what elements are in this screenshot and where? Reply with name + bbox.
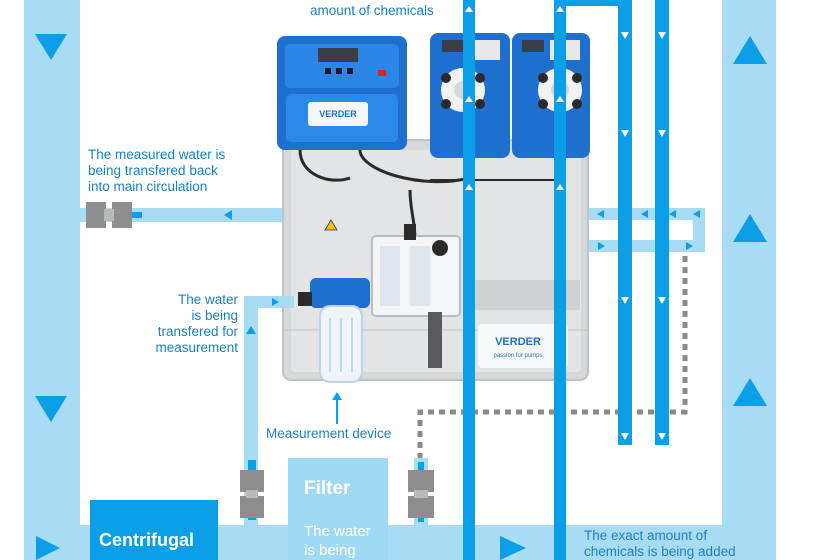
- arrow-up-icon: [733, 36, 767, 64]
- chemical-line-4: [655, 0, 669, 445]
- panel-tagline: passion for pumps: [493, 353, 542, 359]
- label-measured-water-back: The measured water is being transfered b…: [88, 147, 288, 195]
- label-line: The water: [177, 292, 238, 307]
- left-main-pipe: [24, 0, 80, 560]
- controller-logo-plate: [308, 102, 368, 126]
- pump-title: Centrifugal: [99, 530, 195, 550]
- label-exact-amount: The exact amount of chemicals is being a…: [584, 528, 784, 560]
- panel-logo: VERDER: [495, 336, 541, 348]
- label-line: chemicals is being added: [584, 544, 736, 559]
- connector: [240, 496, 264, 518]
- arrow-up-icon: [733, 378, 767, 406]
- arrow-up-icon: [332, 392, 342, 400]
- arrow-right-icon: [272, 298, 279, 306]
- arrow-down-icon: [35, 34, 67, 60]
- right-main-pipe: [722, 0, 776, 560]
- arrow-left-icon: [597, 210, 604, 218]
- intake-pipe-horizontal: [244, 296, 294, 308]
- arrow-left-icon: [693, 210, 700, 218]
- dotted-signal-line: [417, 256, 688, 470]
- label-water-for-measurement: The water is being transfered for measur…: [118, 292, 238, 356]
- connector: [408, 496, 434, 518]
- arrow-right-icon: [686, 242, 693, 250]
- chemical-line-1: [463, 0, 475, 560]
- chemical-line-3: [618, 0, 632, 445]
- connector: [408, 470, 434, 492]
- filter-title: Filter: [304, 478, 351, 499]
- arrow-left-icon: [224, 210, 232, 220]
- chemical-line-2: [554, 0, 566, 560]
- measurement-cartridge-head: [310, 278, 370, 308]
- controller-logo: VERDER: [319, 109, 357, 119]
- label-line: measurement: [155, 340, 238, 355]
- label-top-chemicals: amount of chemicals: [310, 3, 434, 18]
- connector: [112, 202, 132, 228]
- label-line: is being: [191, 308, 238, 323]
- arrow-right-icon: [598, 242, 605, 250]
- controller-display: [318, 48, 358, 62]
- arrow-right-icon: [500, 536, 526, 560]
- filter-text-line: The water: [304, 523, 371, 540]
- label-line: being transfered back: [88, 163, 218, 178]
- arrow-right-icon: [36, 536, 60, 560]
- filter-text-line: is being: [304, 542, 356, 559]
- filter-text: The water is being: [304, 522, 388, 560]
- sample-line-upper: [565, 208, 705, 220]
- arrow-left-icon: [669, 210, 676, 218]
- filter-box: [288, 458, 388, 560]
- connector: [86, 202, 106, 228]
- pump-box: [90, 500, 218, 560]
- chemical-arrows: [465, 6, 666, 440]
- connector: [240, 470, 264, 492]
- arrow-up-icon: [246, 326, 256, 334]
- label-line: into main circulation: [88, 179, 208, 194]
- arrow-down-icon: [35, 396, 67, 422]
- label-line: The measured water is: [88, 147, 226, 162]
- label-line: transfered for: [157, 324, 238, 339]
- sample-line-link: [693, 208, 705, 252]
- label-measurement-device: Measurement device: [266, 426, 392, 441]
- arrow-left-icon: [641, 210, 648, 218]
- panel-logo-plate: [478, 324, 568, 368]
- label-line: The exact amount of: [584, 528, 708, 543]
- warning-icon: [324, 219, 338, 231]
- arrow-up-icon: [733, 214, 767, 242]
